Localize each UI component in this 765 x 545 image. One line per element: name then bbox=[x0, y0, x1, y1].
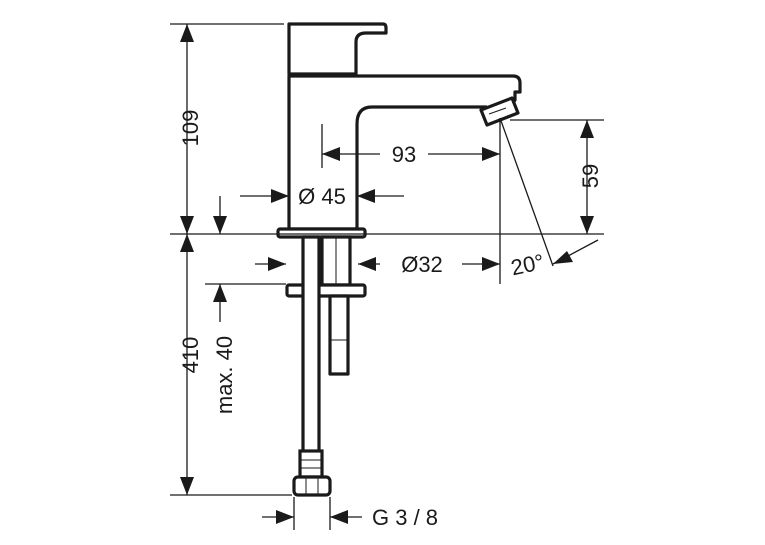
under-counter-parts bbox=[285, 235, 367, 497]
dim-total-height-label: 109 bbox=[178, 110, 203, 147]
faucet-body bbox=[276, 22, 522, 239]
dim-angle-label: 20° bbox=[509, 249, 547, 280]
dim-body-diameter-label: Ø 45 bbox=[298, 184, 346, 209]
dim-hole-diameter-label: Ø32 bbox=[401, 252, 443, 277]
aerator bbox=[479, 96, 520, 127]
dimension-labels: 109 410 max. 40 59 93 Ø 45 Ø32 20° G 3 /… bbox=[178, 110, 603, 530]
dimension-arrows bbox=[180, 24, 599, 524]
flexible-hose bbox=[301, 235, 321, 457]
extension-lines bbox=[170, 23, 604, 530]
fixing-plate bbox=[285, 283, 367, 298]
dim-under-length-label: 410 bbox=[178, 337, 203, 374]
hose-nut bbox=[292, 475, 332, 497]
dim-connection-label: G 3 / 8 bbox=[372, 505, 438, 530]
dim-max-thickness-label: max. 40 bbox=[212, 336, 237, 414]
dim-spout-reach-label: 93 bbox=[392, 142, 416, 167]
dim-spout-height-label: 59 bbox=[578, 164, 603, 188]
handle-lever bbox=[287, 22, 388, 76]
mounting-rod bbox=[328, 294, 350, 376]
hose-crimp bbox=[298, 449, 324, 479]
